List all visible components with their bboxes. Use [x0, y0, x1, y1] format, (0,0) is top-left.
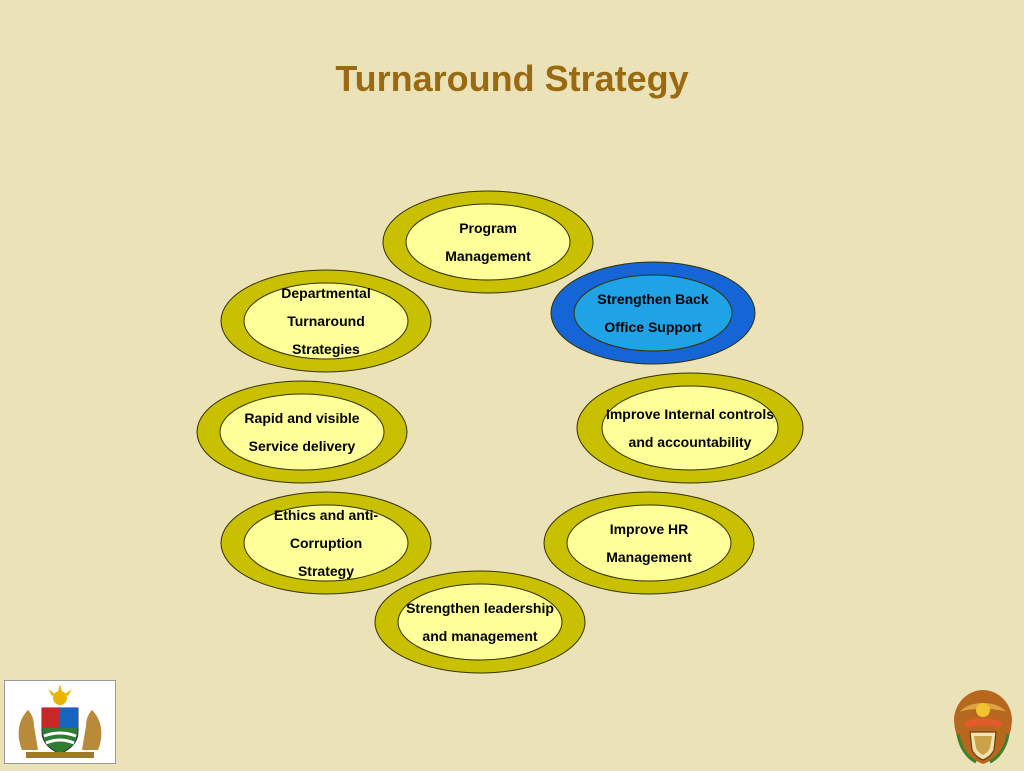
- node-inner-ring: [566, 504, 732, 582]
- node-inner-ring: [219, 393, 385, 471]
- node-rapid-service-delivery: [196, 380, 408, 484]
- national-coat-of-arms-icon: [946, 688, 1020, 766]
- node-label-departmental-turnaround: Departmental Turnaround Strategies: [281, 285, 371, 357]
- node-inner-ring: [243, 504, 409, 582]
- node-inner-ring: [573, 274, 733, 352]
- page-title: Turnaround Strategy: [335, 58, 689, 99]
- node-improve-internal-controls: [576, 372, 804, 484]
- node-inner-ring: [397, 583, 563, 661]
- node-label-ethics-anti-corruption: Ethics and anti- Corruption Strategy: [273, 507, 379, 579]
- node-strengthen-leadership: [374, 570, 586, 674]
- node-inner-ring: [243, 282, 409, 360]
- node-strengthen-back-office-support: [550, 261, 756, 365]
- node-improve-hr-management: [543, 491, 755, 595]
- node-inner-ring: [405, 203, 571, 281]
- node-program-management: [382, 190, 594, 294]
- node-inner-ring: [601, 385, 779, 471]
- provincial-coat-of-arms-icon: [3, 679, 117, 765]
- node-ethics-anti-corruption: [220, 491, 432, 595]
- node-label-improve-internal-controls: Improve Internal controls and accountabi…: [605, 406, 775, 450]
- node-label-improve-hr-management: Improve HR Management: [606, 521, 692, 565]
- node-label-rapid-service-delivery: Rapid and visible Service delivery: [244, 410, 360, 454]
- node-label-strengthen-back-office-support: Strengthen Back Office Support: [597, 291, 709, 335]
- node-label-program-management: Program Management: [445, 220, 531, 264]
- node-label-strengthen-leadership: Strengthen leadership and management: [406, 600, 554, 644]
- node-departmental-turnaround: [220, 269, 432, 373]
